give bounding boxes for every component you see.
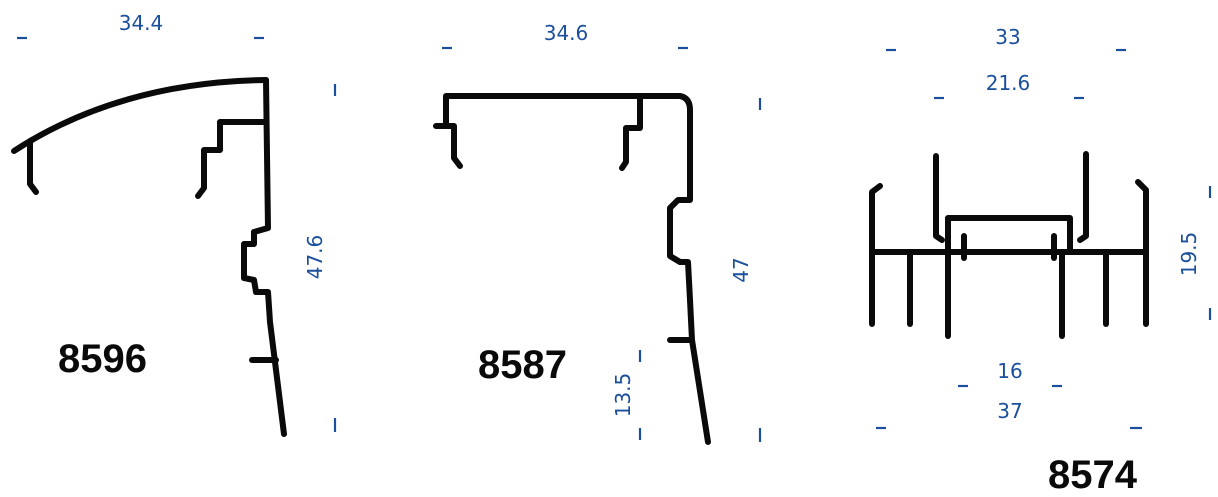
profile-8587-spine xyxy=(667,107,711,445)
profile-8574-shape xyxy=(869,151,1149,339)
profile-8574-inner-bottom-dimension: 16 xyxy=(958,359,1062,388)
profile-8574-inner-top-label: 21.6 xyxy=(986,71,1031,95)
profile-8596: 34.4 47.6 8596 xyxy=(11,11,337,437)
profile-8574-right-post xyxy=(1077,151,1089,243)
profile-8596-height-dimension: 47.6 xyxy=(303,84,337,432)
profile-8587-width-label: 34.6 xyxy=(544,21,589,45)
profile-8587: 34.6 47 13.5 8587 xyxy=(433,21,762,445)
profile-8587-left-hook xyxy=(433,123,463,169)
profile-8596-curved-cap xyxy=(11,77,269,154)
profile-8587-offset-dimension: 13.5 xyxy=(611,350,642,440)
profile-8587-height-dimension: 47 xyxy=(729,98,762,442)
profile-8574-right-outer-leg xyxy=(1135,179,1149,327)
profile-8587-code: 8587 xyxy=(478,343,567,387)
profile-8596-width-label: 34.4 xyxy=(119,11,164,35)
profile-8574: 33 21.6 19.5 16 37 8574 xyxy=(869,25,1212,497)
profile-8587-top-bar xyxy=(443,93,693,129)
profile-8574-inner-top-dimension: 21.6 xyxy=(934,71,1084,100)
profile-8574-center-box xyxy=(945,215,1073,255)
profile-8574-outer-bottom-label: 37 xyxy=(997,399,1022,423)
profile-8596-code: 8596 xyxy=(58,337,147,381)
profile-8574-left-outer-leg xyxy=(869,183,883,327)
profile-8596-spine xyxy=(241,77,287,437)
profile-8596-left-hook xyxy=(27,138,39,195)
profile-8596-height-label: 47.6 xyxy=(303,235,327,280)
profile-8574-outer-top-dimension: 33 xyxy=(886,25,1126,52)
profile-8574-height-label: 19.5 xyxy=(1177,232,1201,277)
profile-8587-offset-label: 13.5 xyxy=(611,373,635,418)
profile-8574-height-dimension: 19.5 xyxy=(1177,186,1212,320)
profile-8574-outer-bottom-dimension: 37 xyxy=(876,399,1142,430)
profile-8574-left-post xyxy=(933,153,945,243)
profile-8596-width-dimension: 34.4 xyxy=(17,11,264,40)
profile-8587-width-dimension: 34.6 xyxy=(442,21,688,50)
profile-8587-inner-hook xyxy=(619,95,643,171)
profile-8596-shape xyxy=(11,77,287,437)
profile-8587-height-label: 47 xyxy=(729,257,753,282)
profile-8587-shape xyxy=(433,93,711,445)
profile-8596-step-arm xyxy=(195,119,269,199)
profile-8574-outer-top-label: 33 xyxy=(995,25,1020,49)
profile-8574-code: 8574 xyxy=(1048,453,1138,497)
profile-8574-inner-bottom-label: 16 xyxy=(997,359,1022,383)
